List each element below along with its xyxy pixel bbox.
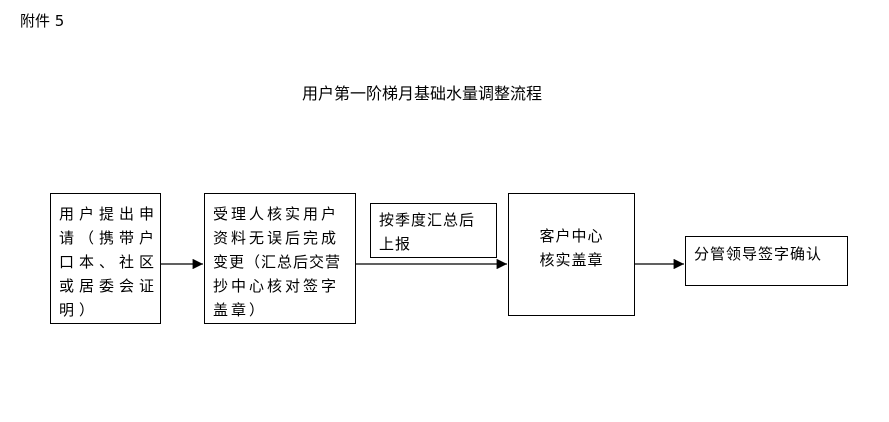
text-line: 变更（汇总后交营 — [213, 253, 342, 271]
text-line: 盖章） — [213, 301, 268, 319]
step-verify-change: 受理人核实用户 资料无误后完成 变更（汇总后交营 抄中心核对签字 盖章） — [204, 193, 356, 324]
text-line: 或居委会证 — [59, 277, 160, 295]
text-line: 明） — [59, 301, 100, 319]
text-line: 请（携带户 — [59, 229, 160, 247]
text-line: 受理人核实用户 — [213, 205, 340, 223]
text-line: 口本、社区 — [59, 253, 160, 271]
step-customer-center: 客户中心 核实盖章 — [508, 193, 635, 316]
text-line: 分管领导签字确认 — [694, 245, 823, 263]
attachment-label: 附件 5 — [20, 12, 65, 30]
text-line: 资料无误后完成 — [213, 229, 340, 247]
text-line: 抄中心核对签字 — [213, 277, 340, 295]
text-line: 客户中心 — [539, 227, 604, 245]
text-line: 用户提出申 — [59, 205, 160, 223]
text-line: 上报 — [379, 235, 412, 253]
edge-label-quarterly-report: 按季度汇总后 上报 — [370, 203, 497, 258]
step-user-apply: 用户提出申 请（携带户 口本、社区 或居委会证 明） — [50, 193, 161, 324]
diagram-title: 用户第一阶梯月基础水量调整流程 — [302, 84, 543, 103]
step-leader-sign: 分管领导签字确认 — [685, 236, 848, 286]
text-line: 核实盖章 — [539, 251, 604, 269]
text-line: 按季度汇总后 — [379, 211, 476, 229]
